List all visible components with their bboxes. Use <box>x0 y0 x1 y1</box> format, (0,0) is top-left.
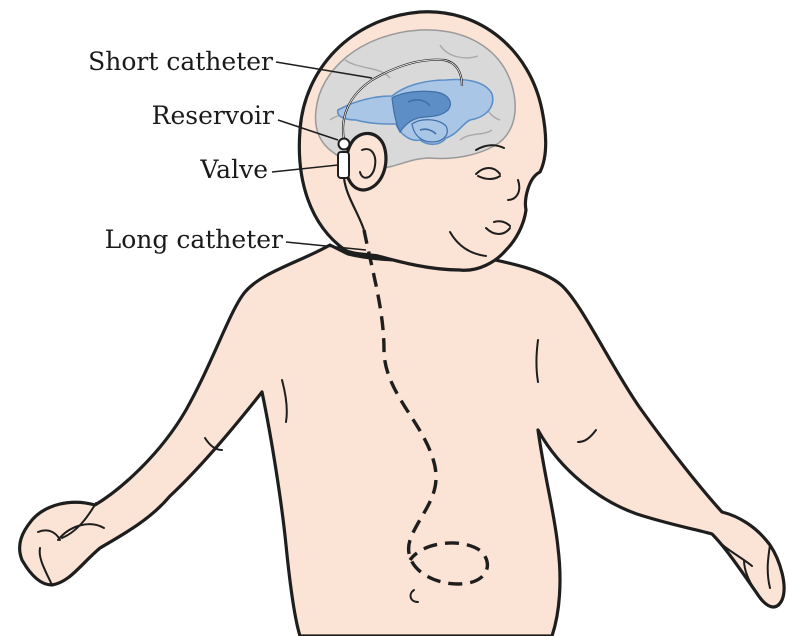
label-valve: Valve <box>199 155 268 184</box>
label-long-catheter: Long catheter <box>105 225 283 254</box>
head <box>299 12 545 271</box>
reservoir <box>339 139 350 150</box>
torso <box>20 245 784 636</box>
baby-figure <box>20 245 784 636</box>
label-reservoir: Reservoir <box>152 101 274 130</box>
callout-labels: Short catheter Reservoir Valve Long cath… <box>88 47 283 254</box>
ear <box>346 133 386 190</box>
label-short-catheter: Short catheter <box>88 47 273 76</box>
valve <box>338 152 349 178</box>
